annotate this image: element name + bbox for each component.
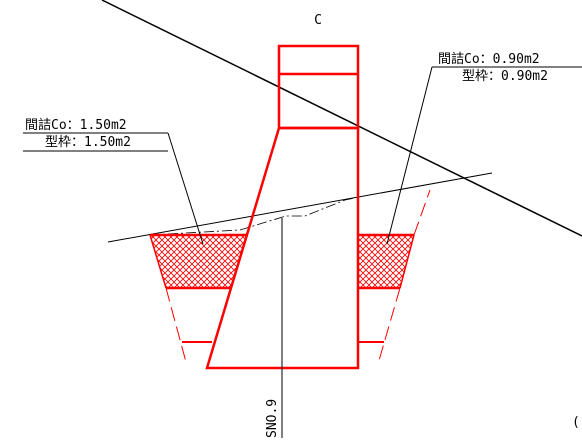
right-formwork-dashed-lower bbox=[377, 287, 401, 365]
right-leader-line bbox=[386, 66, 433, 245]
left-formwork-dashed bbox=[165, 287, 187, 363]
station-label: SNO.9 bbox=[265, 399, 280, 438]
left-annotation: 間詰Co：1.50m2 型枠：1.50m2 bbox=[23, 117, 204, 245]
left-infill-hatch bbox=[150, 235, 248, 288]
left-annotation-line1: 間詰Co：1.50m2 bbox=[25, 117, 127, 133]
wall-crown bbox=[277, 44, 360, 130]
left-leader-line bbox=[167, 132, 204, 245]
left-formwork-edge bbox=[149, 234, 167, 289]
right-annotation-line1: 間詰Co：0.90m2 bbox=[438, 51, 540, 67]
edge-partial-glyph: ( bbox=[572, 415, 580, 430]
right-infill bbox=[358, 189, 431, 365]
steep-ground-line bbox=[101, 0, 582, 237]
right-formwork-edge bbox=[399, 234, 415, 289]
right-infill-hatch bbox=[358, 235, 414, 288]
right-formwork-dashed-upper bbox=[413, 189, 431, 236]
left-infill bbox=[149, 233, 248, 363]
ground-surface-line bbox=[107, 172, 493, 243]
excavation-dashdot-line bbox=[149, 197, 356, 236]
right-annotation-line2: 型枠：0.90m2 bbox=[462, 69, 548, 84]
left-annotation-line2: 型枠：1.50m2 bbox=[45, 135, 131, 150]
structure-label: C bbox=[314, 13, 322, 28]
right-annotation: 間詰Co：0.90m2 型枠：0.90m2 bbox=[386, 51, 582, 245]
